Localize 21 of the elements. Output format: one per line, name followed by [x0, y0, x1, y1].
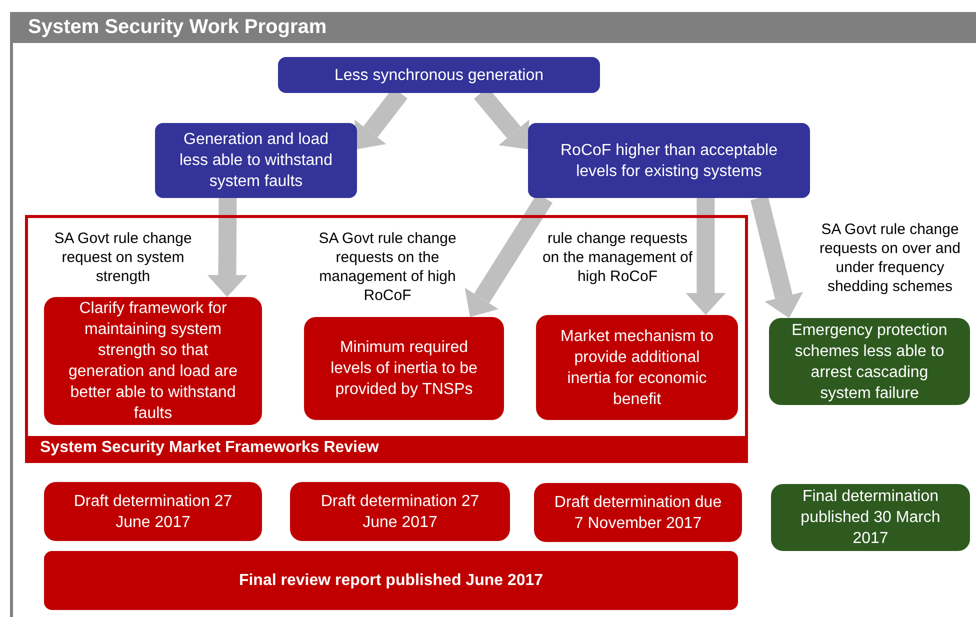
review-frame [25, 215, 748, 463]
process-box: Final review report published June 2017 [44, 551, 738, 610]
edge-label: SA Govt rule change requests on over and under frequency shedding schemes [818, 220, 962, 296]
process-box: RoCoF higher than acceptable levels for existing systems [528, 123, 810, 198]
process-box: Clarify framework for maintaining system strength so that generation and load are better able to withstand faults [44, 297, 262, 425]
process-box: Market mechanism to provide additional inertia for economic benefit [536, 315, 738, 420]
process-box: Minimum required levels of inertia to be provided by TNSPs [304, 317, 504, 420]
process-box: Draft determination due 7 November 2017 [534, 483, 742, 542]
block-arrow [207, 198, 248, 297]
process-box: Emergency protection schemes less able to arrest cascading system failure [769, 318, 970, 405]
process-box: Draft determination 27 June 2017 [44, 482, 262, 541]
process-box: Generation and load less able to withstand system faults [155, 123, 357, 198]
edge-label: SA Govt rule change request on system strength [53, 229, 193, 286]
process-box: Final determination published 30 March 2017 [771, 484, 970, 551]
block-arrow [750, 196, 804, 318]
edge-label: rule change requests on the management of high RoCoF [541, 229, 694, 286]
edge-label: SA Govt rule change requests on the management of high RoCoF [318, 229, 458, 305]
process-box: Draft determination 27 June 2017 [290, 482, 510, 541]
process-box: Less synchronous generation [278, 57, 600, 93]
title-bar: System Security Work Program [10, 12, 976, 43]
frame-heading: System Security Market Frameworks Review [28, 436, 745, 460]
